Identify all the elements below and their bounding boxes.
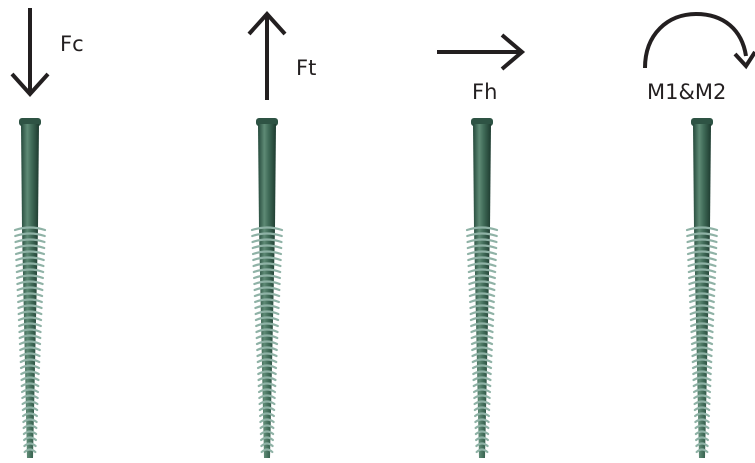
- screw-pile-fc: [15, 118, 45, 458]
- panel-label-m1-m2: M1&M2: [647, 82, 726, 103]
- right-arrow-icon: [437, 35, 522, 69]
- screw-piles: [15, 118, 717, 458]
- panel-label-ft: Ft: [296, 58, 316, 79]
- screw-pile-ft: [252, 118, 282, 458]
- panel-label-fh: Fh: [472, 82, 497, 103]
- down-arrow-icon: [12, 8, 48, 94]
- screw-pile-m1-m2: [687, 118, 717, 458]
- curved-moment-arrow-icon: [645, 14, 755, 68]
- panel-label-fc: Fc: [60, 34, 84, 55]
- up-arrow-icon: [249, 14, 285, 100]
- screw-pile-fh: [467, 118, 497, 458]
